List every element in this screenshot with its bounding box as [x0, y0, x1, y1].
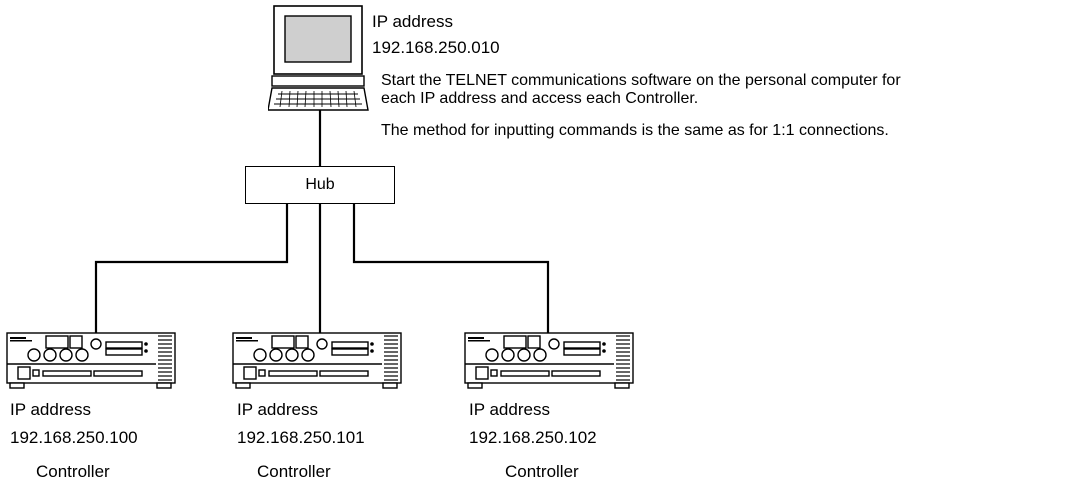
controller-2-ip-value: 192.168.250.101: [237, 428, 365, 447]
controller-3-icon: [464, 332, 634, 389]
note-line-1: Start the TELNET communications software…: [381, 72, 901, 89]
controller-1-name: Controller: [36, 462, 110, 481]
controller-1-ip-label: IP address: [10, 400, 91, 419]
controller-2-icon: [232, 332, 402, 389]
hub-controller1-cable: [94, 204, 289, 333]
controller-3-ip-label: IP address: [469, 400, 550, 419]
personal-computer-icon: [268, 5, 369, 111]
controller-2-ip-label: IP address: [237, 400, 318, 419]
controller-3-name: Controller: [505, 462, 579, 481]
note-line-2: each IP address and access each Controll…: [381, 90, 699, 107]
hub-label: Hub: [305, 176, 335, 193]
pc-ip-label: IP address: [372, 12, 453, 31]
hub-box: Hub: [245, 166, 395, 204]
controller-2-name: Controller: [257, 462, 331, 481]
hub-controller3-cable: [352, 204, 550, 333]
controller-1-ip-value: 192.168.250.100: [10, 428, 138, 447]
pc-ip-value: 192.168.250.010: [372, 38, 500, 57]
note-line-3: The method for inputting commands is the…: [381, 122, 889, 139]
controller-1-icon: [6, 332, 176, 389]
controller-3-ip-value: 192.168.250.102: [469, 428, 597, 447]
